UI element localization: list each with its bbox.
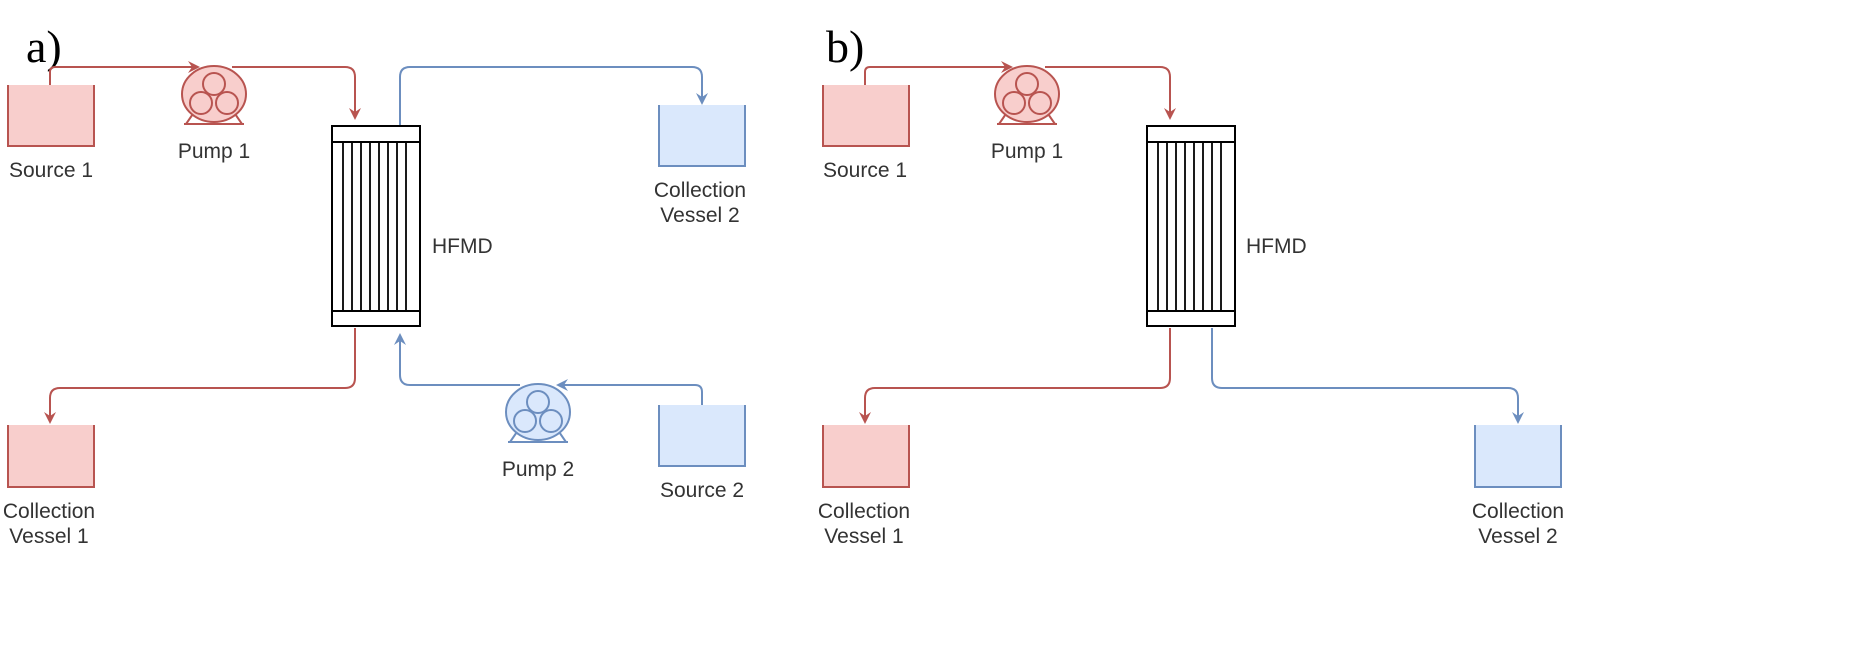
collection-vessel-1-label-line1: Collection (3, 500, 95, 523)
pump-2-icon (505, 383, 571, 443)
strip-line-source2-to-pump2 (556, 379, 703, 405)
pump-2-label: Pump 2 (502, 458, 574, 481)
collection-vessel-1-label-line2-b: Vessel 1 (824, 525, 903, 548)
collection-vessel-1 (7, 425, 95, 488)
permeate-line-to-collection2-b (1211, 328, 1524, 424)
strip-line-hfmd-to-collection2 (399, 66, 708, 126)
panel-a-label: a) (26, 21, 62, 72)
collection-vessel-2 (658, 105, 746, 167)
source-1-label-b: Source 1 (823, 159, 907, 182)
pump-1-label-b: Pump 1 (991, 140, 1063, 163)
feed-line-pump1-to-hfmd-b (1045, 66, 1176, 120)
pump-1-icon-b (994, 65, 1060, 125)
hfmd-label-b: HFMD (1246, 235, 1307, 258)
hfmd-module (331, 125, 421, 327)
strip-line-pump2-to-hfmd (394, 333, 520, 386)
collection-vessel-2-label-line1-b: Collection (1472, 500, 1564, 523)
collection-vessel-2-b (1474, 425, 1562, 488)
feed-line-source1-to-pump1-b (864, 61, 1013, 85)
feed-line-source1-to-pump1 (49, 61, 200, 85)
collection-vessel-1-label-line1-b: Collection (818, 500, 910, 523)
collection-vessel-2-label-line1: Collection (654, 179, 746, 202)
hfmd-label: HFMD (432, 235, 493, 258)
retentate-line-to-collection1 (44, 328, 356, 424)
source-1-vessel-b (822, 85, 910, 147)
pump-1-icon (181, 65, 247, 125)
source-2-label: Source 2 (660, 479, 744, 502)
source-1-label: Source 1 (9, 159, 93, 182)
collection-vessel-2-label-line2-b: Vessel 2 (1478, 525, 1557, 548)
source-2-vessel (658, 405, 746, 467)
collection-vessel-2-label-line2: Vessel 2 (660, 204, 739, 227)
collection-vessel-1-b (822, 425, 910, 488)
source-1-vessel (7, 85, 95, 147)
panel-b: b) Source 1 Pump 1 (818, 21, 1564, 548)
pump-1-label: Pump 1 (178, 140, 250, 163)
panel-a: a) Source 1 Pump 1 (3, 21, 746, 548)
panel-b-label: b) (826, 21, 864, 72)
collection-vessel-1-label-line2: Vessel 1 (9, 525, 88, 548)
feed-line-pump1-to-hfmd (232, 66, 361, 120)
hfmd-module-b (1146, 125, 1236, 327)
retentate-line-to-collection1-b (859, 328, 1171, 424)
